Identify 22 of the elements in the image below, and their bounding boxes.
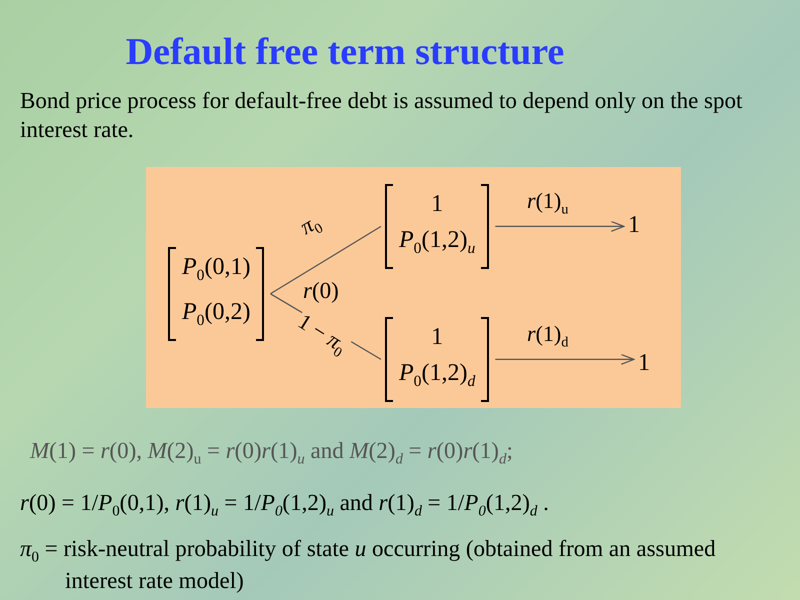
matrix-entry: 1 <box>430 323 444 352</box>
matrix-entry: P$_{0}$(1,2)$_{d}$ <box>399 359 476 392</box>
formula-text: M(1) = r(0), M(2)$_{u}$ = r(0)r(1)$_{u}$ and M(2)$_{d}$ = r(0)r(1)$_{d}$; <box>30 437 514 470</box>
branch-line <box>270 226 382 294</box>
edge-label: r(1)$_{d}$ <box>525 323 570 350</box>
matrix-node <box>168 247 264 341</box>
matrix-node <box>385 184 490 269</box>
intro-text: Bond price process for default-free debt is assumed to depend only on the spot interest rate. <box>20 87 744 144</box>
terminal-value: 1 <box>628 212 640 239</box>
matrix-node <box>385 317 490 402</box>
matrix-entry: P$_{0}$(1,2)$_{u}$ <box>399 226 476 259</box>
slide-title: Default free term structure <box>124 30 566 74</box>
matrix-entry: P$_{0}$(0,2) <box>182 298 250 331</box>
edge-label: r(1)$_{u}$ <box>525 190 570 217</box>
matrix-entry: P$_{0}$(0,1) <box>182 253 250 286</box>
arrow <box>495 354 635 365</box>
rate-label: r(0) <box>303 277 339 305</box>
arrow <box>495 220 625 232</box>
note-text: π$_{0}$ = risk-neutral probability of state u occurring (obtained from an assumed interest rate model) <box>20 535 717 596</box>
terminal-value: 1 <box>638 350 650 377</box>
matrix-entry: 1 <box>430 190 444 219</box>
formula-text: r(0) = 1/P$_{0}$(0,1), r(1)$_{u}$ = 1/P$_{0}$(1,2)$_{u}$ and r(1)$_{d}$ = 1/P$_{0}$(1,2)$_{d}$ . <box>20 489 550 522</box>
